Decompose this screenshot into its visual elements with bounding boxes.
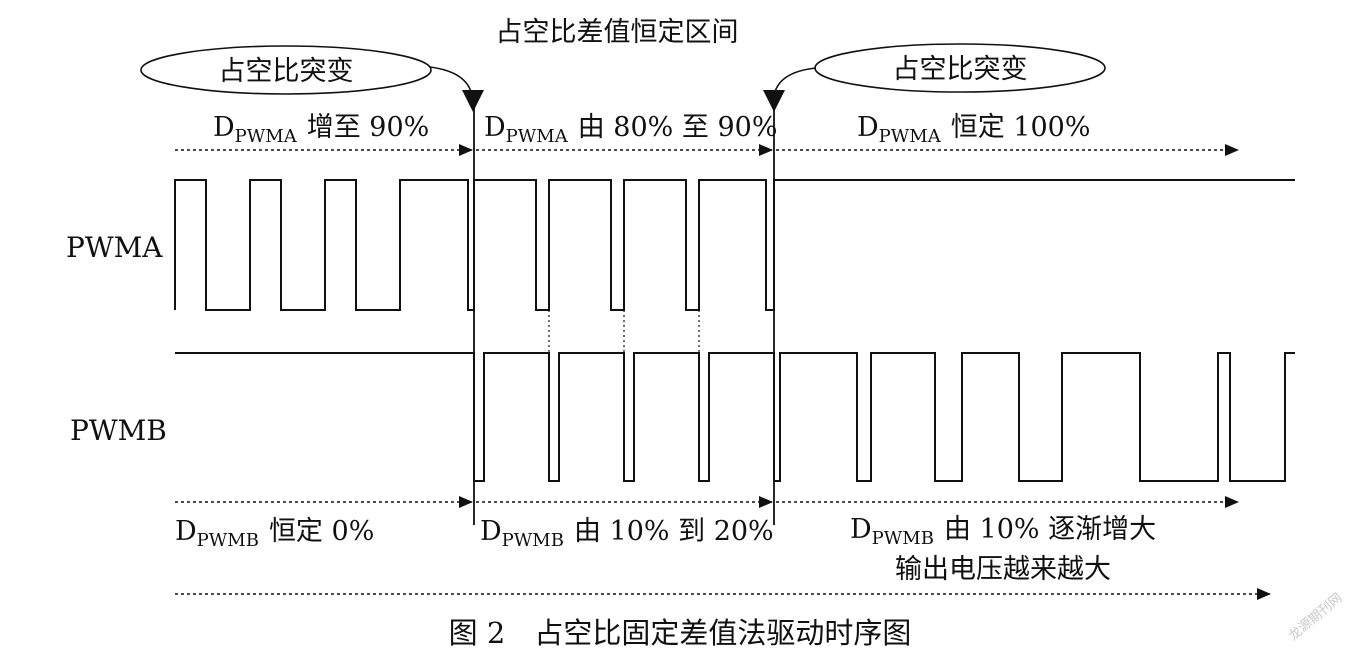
pwmb-label: PWMB — [70, 414, 167, 447]
pwmb-waveform — [175, 352, 1295, 482]
callout-left: 占空比突变 — [140, 45, 484, 112]
alignment-guides — [473, 310, 700, 353]
callout-right-text: 占空比突变 — [893, 54, 1028, 85]
callout-left-arrowhead — [462, 90, 484, 112]
watermark: 龙源期刊网 — [1285, 590, 1344, 643]
callout-right: 占空比突变 — [763, 43, 1106, 112]
callout-left-text: 占空比突变 — [219, 56, 354, 87]
pwma-label: PWMA — [66, 231, 163, 264]
pwma-waveform — [174, 179, 1295, 311]
output-note: 输出电压越来越大 — [895, 554, 1111, 585]
section-title: 占空比差值恒定区间 — [496, 17, 739, 48]
figure-caption: 图 2 占空比固定差值法驱动时序图 — [449, 616, 912, 650]
callout-right-arrowhead — [763, 90, 785, 112]
